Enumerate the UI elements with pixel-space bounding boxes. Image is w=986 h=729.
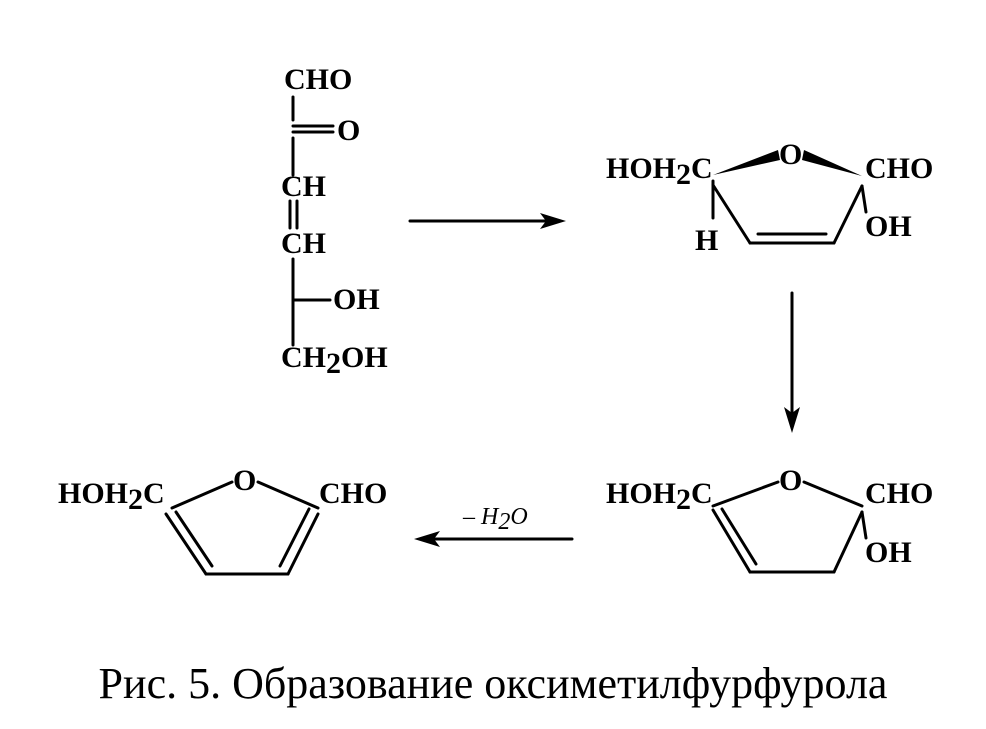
ring-intermediate-1: HOH2C O CHO H OH xyxy=(606,138,933,257)
double-bond xyxy=(711,508,752,574)
bond xyxy=(711,480,780,508)
bond xyxy=(802,480,864,508)
bond xyxy=(860,510,868,540)
product-hydroxymethyl-label: HOH2C xyxy=(58,477,165,516)
wedge-bond xyxy=(802,150,862,176)
ring2-aldehyde-label: CHO xyxy=(865,477,933,510)
ring2-hydroxymethyl-label: HOH2C xyxy=(606,477,713,516)
bond xyxy=(832,510,864,574)
ring1-h-label: H xyxy=(695,224,718,257)
product-oxygen-label: O xyxy=(233,464,256,497)
open-chain-compound: CHO O CH CH OH CH2OH xyxy=(281,63,388,380)
ring1-aldehyde-label: CHO xyxy=(865,152,933,185)
chain-oh-label: OH xyxy=(333,283,380,316)
bond xyxy=(256,480,320,510)
ring1-oh-label: OH xyxy=(865,210,912,243)
reaction-arrow-right xyxy=(408,213,566,229)
double-bond xyxy=(286,512,320,576)
figure-caption: Рис. 5. Образование оксиметилфурфурола xyxy=(98,659,888,708)
double-bond xyxy=(164,512,208,576)
bond xyxy=(170,480,234,510)
chain-c3-label: CH xyxy=(281,170,326,203)
ring1-oxygen-label: O xyxy=(779,138,802,171)
bond xyxy=(832,184,864,245)
wedge-bond xyxy=(713,150,780,175)
reaction-arrow-left xyxy=(414,531,574,547)
double-bond xyxy=(720,507,758,566)
double-bond xyxy=(278,507,311,568)
chain-c4-label: CH xyxy=(281,227,326,260)
dehydration-condition-label: – H2O xyxy=(462,504,528,535)
product-hmf: HOH2C O CHO xyxy=(58,464,387,576)
chain-c1-aldehyde-label: CHO xyxy=(284,63,352,96)
chain-c6-label: CH2OH xyxy=(281,341,388,380)
ring2-oxygen-label: O xyxy=(779,464,802,497)
bond xyxy=(860,184,868,214)
double-bond xyxy=(174,510,214,568)
bond xyxy=(711,183,752,245)
ring-intermediate-2: HOH2C O CHO OH xyxy=(606,464,933,574)
chain-carbonyl-o-label: O xyxy=(337,114,360,147)
reaction-arrow-down xyxy=(784,291,800,433)
ring1-hydroxymethyl-label: HOH2C xyxy=(606,152,713,191)
ring2-oh-label: OH xyxy=(865,536,912,569)
product-aldehyde-label: CHO xyxy=(319,477,387,510)
